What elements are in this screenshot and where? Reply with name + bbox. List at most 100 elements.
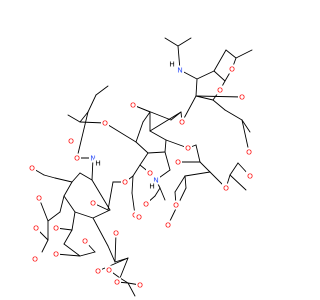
- oxygen-atom-label: O: [136, 213, 142, 222]
- oxygen-atom-label: O: [53, 224, 59, 233]
- oxygen-atom-label: O: [185, 144, 191, 153]
- atom-label-bg: [216, 85, 224, 95]
- oxygen-atom-label: O: [68, 137, 74, 146]
- bond-line: [154, 187, 161, 197]
- oxygen-atom-label: O: [82, 237, 88, 246]
- bond-line: [71, 211, 76, 231]
- bond-line: [142, 111, 151, 123]
- oxygen-atom-label: O: [122, 178, 128, 187]
- atom-label-bg: [142, 199, 150, 209]
- atom-label-bg: [52, 249, 60, 259]
- bond-line: [104, 122, 137, 143]
- bond-line: [119, 277, 129, 284]
- bond-line: [196, 70, 215, 80]
- atom-label-bg: [129, 100, 137, 110]
- atom-label-bg: [228, 64, 236, 74]
- hydrogen-atom-label: H: [95, 159, 101, 168]
- bond-line: [241, 119, 251, 133]
- oxygen-atom-label: O: [113, 229, 119, 238]
- bond-line: [199, 161, 211, 173]
- molecule-diagram: NHOOOOOOOOOOOOOOOOOOONHOOONHOOOOOOOOOOO: [28, 37, 254, 297]
- bond-line: [79, 111, 89, 123]
- bond-line: [212, 99, 226, 111]
- atom-label-bg: [168, 59, 176, 69]
- atom-label-bg: [135, 212, 143, 222]
- oxygen-atom-label: O: [165, 221, 171, 230]
- atom-label-bg: [52, 223, 60, 233]
- bond-line: [174, 175, 186, 193]
- oxygen-atom-label: O: [130, 101, 136, 110]
- atom-label-bg: [94, 266, 102, 276]
- bond-line: [92, 209, 111, 219]
- oxygen-atom-label: O: [175, 158, 181, 167]
- atom-label-layer: NHOOOOOOOOOOOOOOOOOOONHOOONHOOOOOOOOOOO: [28, 59, 254, 290]
- oxygen-atom-label: O: [239, 93, 245, 102]
- bond-line: [147, 151, 166, 154]
- bond-line: [235, 49, 253, 59]
- bond-line: [164, 37, 179, 47]
- bond-line: [79, 121, 106, 124]
- bond-line: [229, 162, 239, 176]
- bond-line: [41, 239, 49, 253]
- bond-line: [164, 139, 167, 153]
- bond-line: [47, 211, 61, 222]
- bond-line: [195, 78, 198, 97]
- oxygen-atom-label: O: [173, 201, 179, 210]
- bond-line: [63, 195, 76, 213]
- bond-line: [76, 111, 89, 159]
- oxygen-atom-label: O: [29, 164, 35, 173]
- oxygen-atom-label: O: [90, 199, 96, 208]
- oxygen-atom-label: O: [246, 148, 252, 157]
- atom-label-bg: [81, 236, 89, 246]
- bond-line: [135, 141, 149, 154]
- oxygen-atom-label: O: [137, 281, 143, 290]
- atom-label-bg: [89, 153, 97, 163]
- bond-line: [149, 111, 182, 132]
- atom-label-bg: [176, 65, 184, 75]
- atom-label-bg: [246, 171, 254, 181]
- atom-label-bg: [164, 220, 172, 230]
- bond-line: [97, 257, 129, 272]
- bond-line: [225, 49, 237, 59]
- bond-line: [149, 130, 167, 141]
- bond-line: [159, 187, 166, 201]
- oxygen-atom-label: O: [33, 224, 39, 233]
- atom-label-bg: [152, 175, 160, 185]
- bond-line: [213, 49, 227, 72]
- bond-line: [229, 174, 247, 191]
- atom-label-bg: [89, 198, 97, 208]
- bond-line: [91, 179, 111, 211]
- atom-label-bg: [148, 181, 156, 191]
- atom-label-bg: [245, 147, 253, 157]
- atom-label-bg: [238, 92, 246, 102]
- oxygen-atom-label: O: [143, 200, 149, 209]
- oxygen-atom-label: O: [179, 118, 185, 127]
- atom-label-bg: [121, 177, 129, 187]
- atom-label-bg: [174, 157, 182, 167]
- bond-line: [184, 171, 211, 177]
- bond-line: [67, 114, 81, 123]
- bond-line: [224, 109, 243, 121]
- bond-line: [119, 257, 129, 279]
- oxygen-atom-label: O: [229, 65, 235, 74]
- atom-label-bg: [32, 223, 40, 233]
- oxygen-atom-label: O: [36, 194, 42, 203]
- bond-line: [195, 95, 243, 98]
- bond-line: [54, 177, 73, 183]
- atom-label-bg: [172, 200, 180, 210]
- nitrogen-atom-label: N: [177, 66, 183, 75]
- bond-line: [177, 37, 192, 47]
- bond-line: [131, 175, 134, 194]
- bond-line: [59, 195, 65, 213]
- bond-line: [213, 70, 226, 82]
- atom-label-bg: [35, 193, 43, 203]
- oxygen-atom-label: O: [247, 172, 253, 181]
- atom-label-bg: [67, 136, 75, 146]
- bond-line: [63, 181, 73, 197]
- atom-label-bg: [146, 168, 154, 178]
- bond-line: [184, 175, 187, 189]
- oxygen-atom-label: O: [114, 278, 120, 287]
- bond-line: [107, 181, 114, 211]
- atom-label-bg: [113, 277, 121, 287]
- atom-label-bg: [31, 254, 39, 264]
